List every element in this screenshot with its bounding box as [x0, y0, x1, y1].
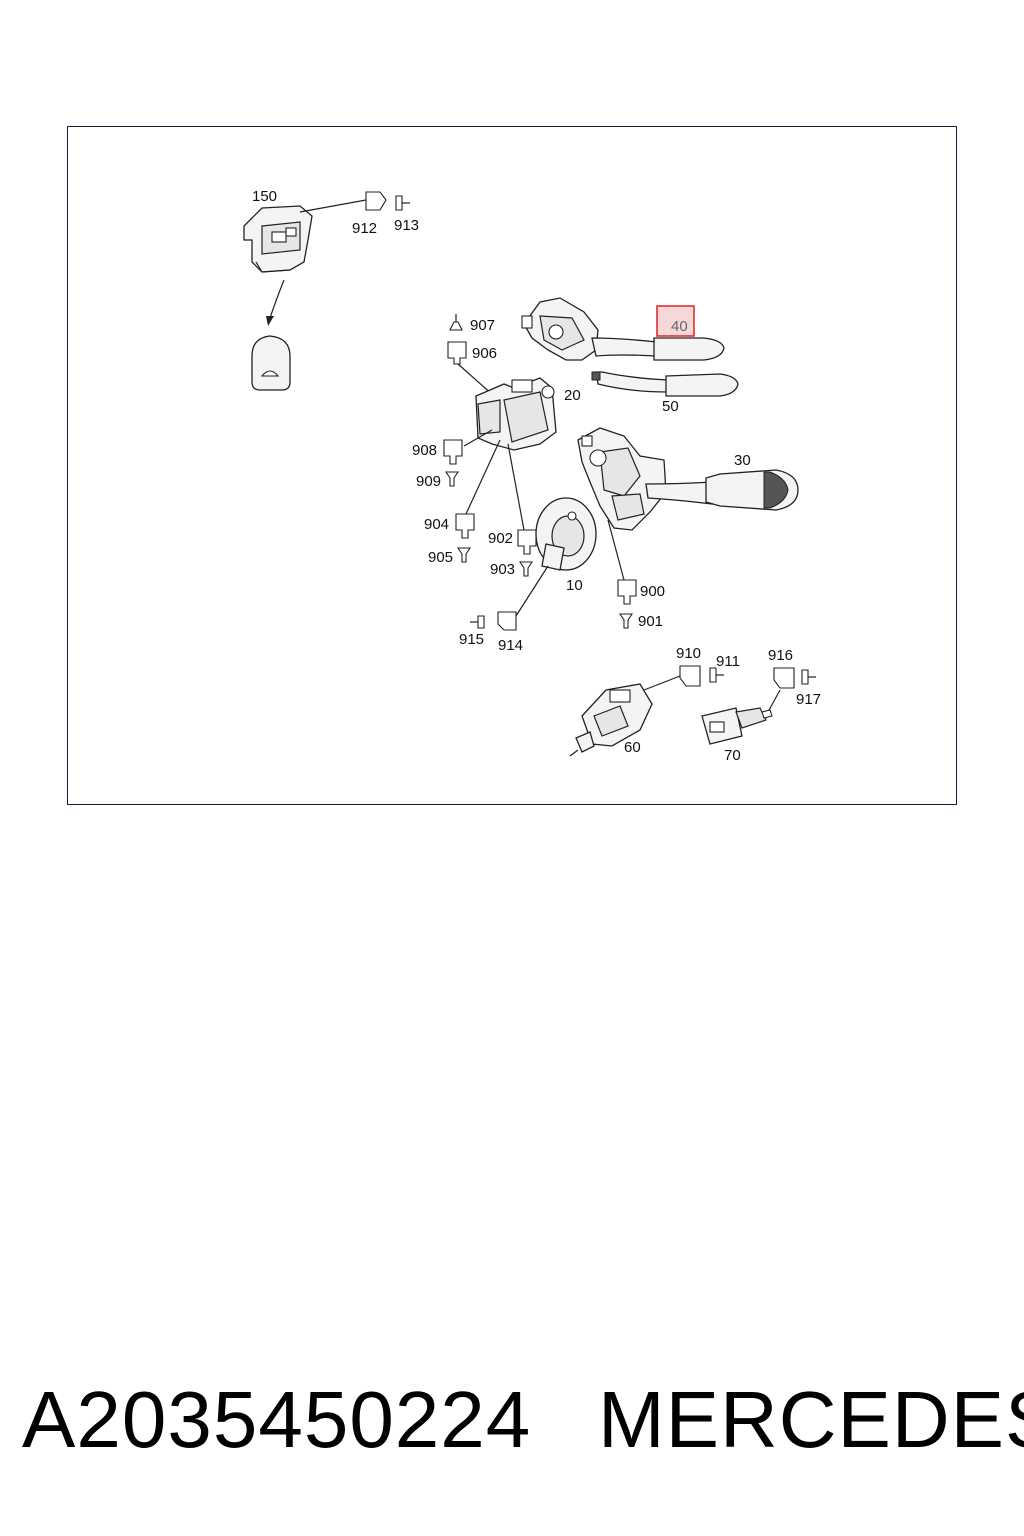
callout-900: 900 — [640, 583, 665, 600]
leader-20-902 — [507, 443, 525, 531]
fastener-904 — [455, 513, 475, 539]
callout-911: 911 — [716, 653, 740, 670]
part-60-switch[interactable] — [569, 683, 653, 757]
callout-150: 150 — [252, 188, 277, 205]
callout-910: 910 — [676, 645, 701, 662]
part-150-button[interactable] — [251, 335, 291, 391]
fastener-916 — [773, 667, 795, 689]
part-150-bracket[interactable] — [243, 205, 313, 273]
callout-915: 915 — [459, 631, 484, 648]
fastener-903 — [518, 561, 534, 577]
part-70-sensor[interactable] — [701, 707, 773, 745]
leader-30-900 — [607, 519, 625, 581]
callout-903: 903 — [490, 561, 515, 578]
part-10-ring[interactable] — [535, 497, 597, 571]
arrow-head — [266, 316, 274, 326]
callout-901: 901 — [638, 613, 663, 630]
brand-name: MERCEDES — [598, 1375, 1024, 1464]
fastener-901 — [618, 613, 634, 629]
footer: A2035450224 MERCEDES — [0, 1370, 1024, 1470]
leader-20-908 — [463, 429, 493, 447]
leader-150-912 — [299, 199, 367, 213]
callout-914: 914 — [498, 637, 523, 654]
fastener-908 — [443, 439, 463, 465]
callout-917: 917 — [796, 691, 821, 708]
callout-50: 50 — [662, 398, 679, 415]
fastener-902 — [517, 529, 537, 555]
highlight-40 — [656, 305, 695, 337]
callout-912: 912 — [352, 220, 377, 237]
fastener-906 — [447, 341, 467, 365]
callout-905: 905 — [428, 549, 453, 566]
leader-20-904 — [465, 439, 501, 515]
leader-70-916 — [767, 689, 781, 713]
leader-60-910 — [643, 675, 681, 691]
fastener-917 — [801, 669, 816, 685]
callout-916: 916 — [768, 647, 793, 664]
part-30-combination-switch[interactable] — [577, 427, 799, 531]
callout-60: 60 — [624, 739, 641, 756]
callout-909: 909 — [416, 473, 441, 490]
fastener-909 — [444, 471, 460, 487]
callout-20: 20 — [564, 387, 581, 404]
fastener-911 — [709, 667, 724, 683]
callout-908: 908 — [412, 442, 437, 459]
callout-902: 902 — [488, 530, 513, 547]
part-50-stalk[interactable] — [591, 371, 739, 397]
fastener-912 — [365, 191, 387, 211]
callout-904: 904 — [424, 516, 449, 533]
callout-40[interactable]: 40 — [671, 318, 688, 335]
fastener-907 — [449, 314, 463, 331]
fastener-910 — [679, 665, 701, 687]
callout-907: 907 — [470, 317, 495, 334]
fastener-915 — [470, 615, 485, 629]
leader-150-button — [269, 279, 285, 319]
callout-30: 30 — [734, 452, 751, 469]
fastener-900 — [617, 579, 637, 605]
callout-906: 906 — [472, 345, 497, 362]
part-40-stalk[interactable] — [521, 297, 725, 361]
part-20-switch[interactable] — [475, 377, 557, 451]
fastener-913 — [395, 195, 410, 211]
callout-913: 913 — [394, 217, 419, 234]
callout-70: 70 — [724, 747, 741, 764]
part-number: A2035450224 — [22, 1375, 532, 1464]
callout-10: 10 — [566, 577, 583, 594]
fastener-905 — [456, 547, 472, 563]
leader-10-914 — [515, 565, 549, 617]
fastener-914 — [497, 611, 517, 631]
